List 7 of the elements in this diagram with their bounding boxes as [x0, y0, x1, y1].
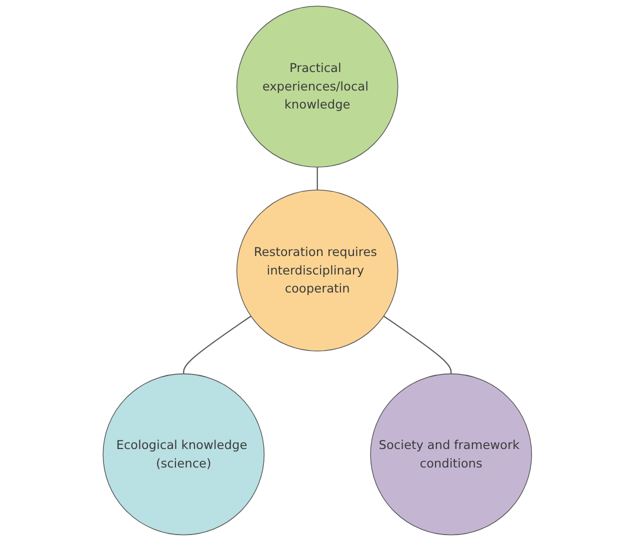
node-circle: Society and framework conditions: [370, 373, 532, 536]
node-circle: Ecological knowledge (science): [102, 373, 264, 536]
node-circle: Restoration requires interdisciplinary cooperatin: [236, 190, 398, 352]
node-circle: Practical experiences/local knowledge: [236, 6, 398, 168]
connector: [383, 316, 452, 374]
connector: [316, 167, 318, 190]
connector: [182, 316, 251, 374]
